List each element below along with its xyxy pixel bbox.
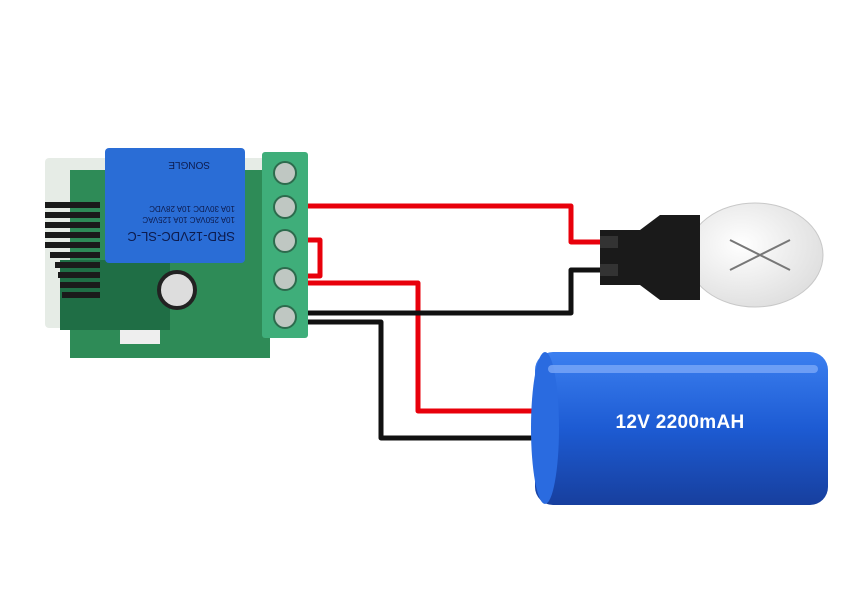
relay-brand: SONGLE [168,159,210,170]
battery [531,352,828,505]
terminal-screw-3 [273,229,297,253]
relay-model-text: SRD-12VDC-SL-C [127,229,235,244]
antenna-coil [45,202,100,298]
relay-module: SRD-12VDC-SL-C 10A 250VAC 10A 125VAC 10A… [45,148,308,358]
bulb-filament [729,239,791,271]
wire-red-to-bulb [307,203,602,245]
button [120,330,160,344]
relay-rating-2: 10A 30VDC 10A 28VDC [149,204,235,213]
bulb-socket [600,215,700,300]
terminal-screw-1 [273,161,297,185]
terminal-screw-5 [273,305,297,329]
relay-rating-1: 10A 250VAC 10A 125VAC [142,215,235,224]
wire-red-jumper [307,237,323,279]
relay [105,148,245,263]
wire-black-to-battery [307,319,537,441]
wire-red-to-battery [307,280,537,414]
terminal-screw-2 [273,195,297,219]
capacitor [157,270,197,310]
terminal-screw-4 [273,267,297,291]
wire-black-to-bulb [307,267,602,316]
battery-label: 12V 2200mAH [615,412,745,433]
light-bulb [600,202,824,308]
